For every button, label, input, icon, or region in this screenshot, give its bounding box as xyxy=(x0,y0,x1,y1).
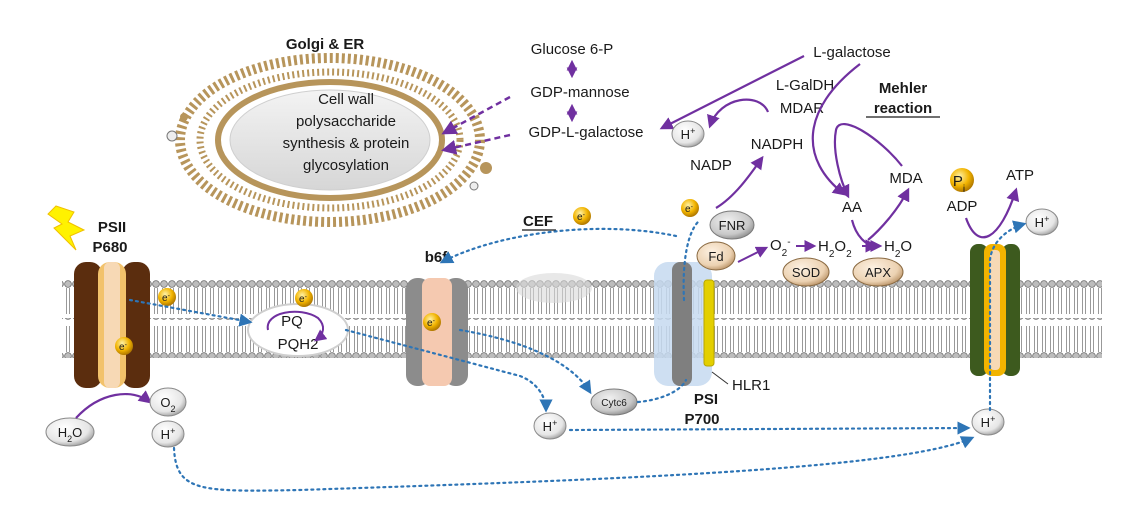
arrow-galactose-to-golgi xyxy=(441,133,511,155)
proton-lumen-atp: H+ xyxy=(971,408,1005,436)
p700-label: P700 xyxy=(684,411,719,428)
arrow-water-split xyxy=(75,390,153,419)
gdp-mannose: GDP-mannose xyxy=(530,84,629,101)
path-cytc6-to-psi xyxy=(636,378,688,404)
arrow-aa-to-h2o xyxy=(850,219,879,253)
pi-badge: Pi xyxy=(950,168,974,195)
path-atp-proton-up xyxy=(988,220,1027,412)
golgi-line-4: glycosylation xyxy=(303,157,389,174)
fnr-protein: FNR xyxy=(709,210,755,240)
sod-label: SOD xyxy=(792,265,820,280)
arrow-nadph-to-h xyxy=(707,98,770,129)
path-pq-to-b6f xyxy=(344,328,553,413)
electron-pq: e- xyxy=(295,289,313,307)
cytc6-protein: Cytc6 xyxy=(590,388,638,416)
electron-label: e- xyxy=(299,294,308,306)
path-b6f-to-cytc6 xyxy=(458,328,592,395)
electron-psii-b: e- xyxy=(115,337,133,355)
electron-label: e- xyxy=(119,342,128,354)
fnr-label: FNR xyxy=(719,218,746,233)
o2-minus: O2- xyxy=(770,237,791,259)
mdar: MDAR xyxy=(780,100,824,117)
l-galactose: L-galactose xyxy=(813,44,891,61)
l-galdh: L-GalDH xyxy=(776,77,834,94)
h2o-product: H2O xyxy=(884,238,912,260)
aa: AA xyxy=(842,199,862,216)
arrow-fd-to-o2 xyxy=(737,246,769,263)
lightning-bolt xyxy=(47,205,86,251)
cef-label: CEF xyxy=(523,213,553,230)
electron-psii-a: e- xyxy=(158,288,176,306)
electron-transport-paths xyxy=(128,218,1027,492)
pi-label: Pi xyxy=(953,173,965,195)
psi-complex xyxy=(654,262,715,386)
gdp-l-galactose: GDP-L-galactose xyxy=(528,124,643,141)
psi-label: PSI xyxy=(694,391,718,408)
adp-label: ADP xyxy=(947,198,978,215)
atp-synthase xyxy=(970,244,1020,376)
path-psi-to-fd xyxy=(682,218,702,302)
golgi-line-1: Cell wall xyxy=(318,91,374,108)
h2o-text: H2O xyxy=(58,425,83,444)
cytc6-label: Cytc6 xyxy=(601,398,627,409)
proton-stroma-nadph: H+ xyxy=(671,120,705,148)
b6f-label: b6f xyxy=(425,249,449,266)
glucose-6p: Glucose 6-P xyxy=(531,41,614,58)
electron-psi: e- xyxy=(681,199,699,217)
path-lumen-h-to-atp xyxy=(568,421,971,435)
pqh2-label: PQH2 xyxy=(278,336,319,353)
proton-lumen-psii: H+ xyxy=(151,420,185,448)
h2o-bubble: H2O xyxy=(45,417,95,447)
fd-label: Fd xyxy=(708,249,723,264)
arrow-pq-cycle xyxy=(266,310,328,342)
golgi-line-2: polysaccharide xyxy=(296,113,396,130)
psii-complex xyxy=(74,262,150,388)
mehler-line-2: reaction xyxy=(874,100,932,117)
electron-label: e- xyxy=(427,318,436,330)
h2o2: H2O2 xyxy=(818,238,852,260)
pq-pool: PQ PQH2 xyxy=(247,303,349,357)
apx-label: APX xyxy=(865,265,891,280)
o2-bubble: O2 xyxy=(149,387,187,417)
fd-protein: Fd xyxy=(696,241,736,271)
golgi-er-organelle xyxy=(166,53,492,227)
b6f-complex xyxy=(406,278,468,386)
electron-cef: e- xyxy=(573,207,591,225)
sod-enzyme: SOD xyxy=(782,257,830,287)
hlr1-label: HLR1 xyxy=(732,377,770,394)
nadph: NADPH xyxy=(751,136,804,153)
path-cef xyxy=(439,227,678,264)
arrow-aa-to-mda xyxy=(867,187,910,241)
electron-label: e- xyxy=(685,204,694,216)
golgi-title: Golgi & ER xyxy=(286,36,365,53)
arrow-mannose-to-golgi xyxy=(441,95,511,135)
p680-label: P680 xyxy=(92,239,127,256)
path-psii-h-to-atp xyxy=(172,436,975,492)
arrow-fnr-to-nadph xyxy=(715,155,764,209)
hlr1-pointer xyxy=(711,371,729,385)
mehler-line-1: Mehler xyxy=(879,80,928,97)
arrow-galactose-to-aa xyxy=(811,63,861,196)
faded-complex xyxy=(516,273,592,303)
pq-label: PQ xyxy=(281,313,303,330)
electron-label: e- xyxy=(577,212,586,224)
psii-label: PSII xyxy=(98,219,126,236)
mda: MDA xyxy=(889,170,922,187)
arrow-mda-cycle xyxy=(833,123,903,199)
arrow-l-galactose-to-gdp xyxy=(659,55,805,130)
arrow-adp-to-atp xyxy=(964,187,1020,239)
nadp: NADP xyxy=(690,157,732,174)
apx-enzyme: APX xyxy=(852,257,904,287)
electron-label: e- xyxy=(162,293,171,305)
proton-lumen-b6f: H+ xyxy=(533,412,567,440)
proton-stroma-atp: H+ xyxy=(1025,208,1059,236)
golgi-line-3: synthesis & protein xyxy=(283,135,410,152)
electron-b6f: e- xyxy=(423,313,441,331)
path-psii-to-pq xyxy=(128,298,253,327)
atp-label: ATP xyxy=(1006,167,1034,184)
